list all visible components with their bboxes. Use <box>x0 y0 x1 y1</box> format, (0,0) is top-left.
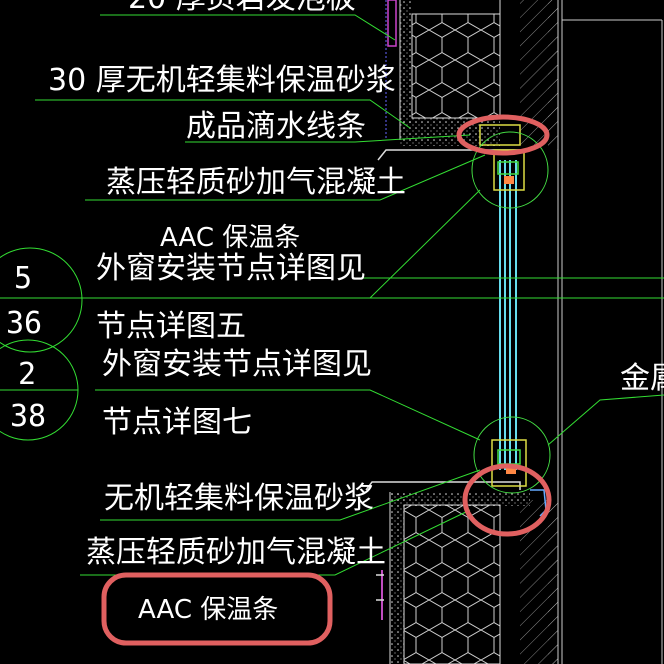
label-aac-bottom: 蒸压轻质砂加气混凝土 <box>86 535 386 570</box>
label-mortar-30: 30 厚无机轻集料保温砂浆 <box>48 63 396 98</box>
label-metal-cut: 金属 <box>620 361 664 396</box>
label-aac-top: 蒸压轻质砂加气混凝土 <box>106 165 406 200</box>
callout-1-bottom: 36 <box>6 306 42 341</box>
window-section <box>471 131 551 494</box>
highlight-bottom-frame <box>462 463 552 537</box>
label-detail-5: 节点详图五 <box>96 309 246 344</box>
callout-2-bottom: 38 <box>10 399 46 434</box>
label-aac-strip-top: AAC 保温条 <box>160 223 300 253</box>
label-see-detail-2: 外窗安装节点详图见 <box>102 347 372 382</box>
callout-2-top: 2 <box>18 357 36 392</box>
label-top-cut: 20 厚页岩发泡板 <box>128 0 356 16</box>
label-drip-strip: 成品滴水线条 <box>186 109 366 144</box>
label-detail-7: 节点详图七 <box>102 405 252 440</box>
highlight-aac-strip <box>101 572 333 646</box>
callout-2-38[interactable]: 2 38 <box>0 339 79 441</box>
label-see-detail-1: 外窗安装节点详图见 <box>96 251 366 286</box>
leader-lines <box>0 14 664 576</box>
wall-section <box>365 0 663 664</box>
label-aac-strip-bottom: AAC 保温条 <box>138 595 278 625</box>
callout-5-36[interactable]: 5 36 <box>0 247 83 353</box>
annotation-labels: 20 厚页岩发泡板 30 厚无机轻集料保温砂浆 成品滴水线条 蒸压轻质砂加气混凝… <box>48 0 664 625</box>
highlight-drip-strip <box>456 114 550 156</box>
label-mortar-bottom: 无机轻集料保温砂浆 <box>104 481 374 516</box>
highlight-markups <box>101 114 552 646</box>
callout-1-top: 5 <box>14 261 32 296</box>
